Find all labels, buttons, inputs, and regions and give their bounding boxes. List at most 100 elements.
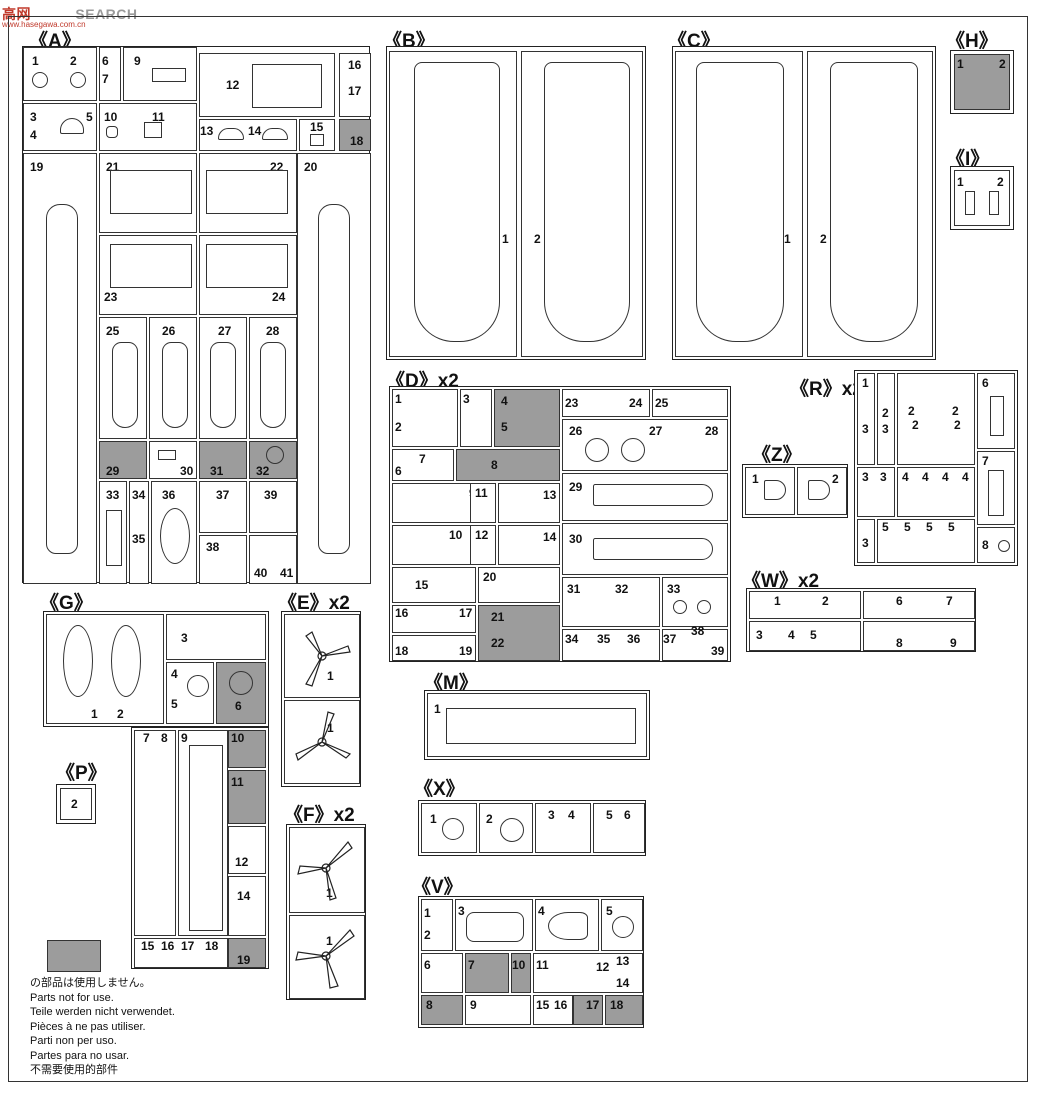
small-part	[988, 470, 1004, 516]
d-cell-20: 20	[478, 567, 560, 603]
a-cell-20: 20	[297, 153, 371, 584]
panel-part	[60, 118, 84, 134]
sheet-i: 1 2	[950, 166, 1014, 230]
round-part	[500, 818, 524, 842]
round-part	[442, 818, 464, 840]
d-cell-26-28: 26 27 28	[562, 419, 728, 471]
v-cell-8: 8	[421, 995, 463, 1025]
v-cell-7: 7	[465, 953, 509, 993]
small-part	[989, 191, 999, 215]
m-cell-1: 1	[427, 693, 647, 757]
d-cell-18-19: 18 19	[392, 635, 476, 661]
propeller-f2	[295, 929, 355, 989]
g-cell-12: 12	[228, 826, 266, 874]
a-cell-29: 29	[99, 441, 147, 479]
fuselage-top-part	[830, 62, 918, 342]
r-cell-2-multi: 2 2 2 2	[897, 373, 975, 465]
watermark-domain: www.hasegawa.com.cn	[2, 20, 86, 29]
d-cell-15: 15	[392, 567, 476, 603]
d-cell-21-22: 21 22	[478, 605, 560, 661]
sheet-v: 1 2 3 4 5 6 7 10 11 12 13 14 8 9 15 16 1…	[418, 896, 644, 1028]
a-cell-37: 37	[199, 481, 247, 533]
w-cell-8-9: 8 9	[863, 621, 975, 651]
small-part	[310, 134, 324, 146]
nacelle-part	[593, 484, 713, 506]
seat-part	[152, 68, 186, 82]
sheet-w: 1 2 6 7 3 4 5 8 9	[746, 588, 976, 652]
sheet-r: 1 3 2 3 2 2 2 2 6 3 3 4 4 4 4 7 3 5 5 5 …	[854, 370, 1018, 566]
c-cell-1: 1	[675, 51, 803, 357]
d-cell-29: 29	[562, 473, 728, 521]
z-cell-2: 2	[797, 467, 847, 515]
d-cell-6-7: 6 7	[392, 449, 454, 481]
round-part	[697, 600, 711, 614]
sheet-title-h: 《H》	[946, 31, 998, 52]
floor-part	[252, 64, 322, 108]
small-part	[965, 191, 975, 215]
g-cell-6: 6	[216, 662, 266, 724]
sheet-title-g: 《G》	[40, 593, 93, 614]
cowling-part	[63, 625, 93, 697]
sheet-d: 1 2 3 4 5 23 24 25 26 27 28 6 7 8 9 10 1…	[389, 386, 731, 662]
a-cell-9: 9	[123, 47, 197, 101]
sheet-h: 1 2	[950, 50, 1014, 114]
w-cell-6-7: 6 7	[863, 591, 975, 619]
sheet-p: 2	[56, 784, 96, 824]
d-cell-16-17: 16 17	[392, 605, 476, 633]
legend-line: の部品は使用しません。	[30, 977, 151, 989]
g-cell-14: 14	[228, 876, 266, 936]
a-cell-23: 23	[99, 235, 197, 315]
a-cell-16-17: 16 17	[339, 53, 371, 117]
r-cell-6: 6	[977, 373, 1015, 449]
round-part	[266, 446, 284, 464]
d-cell-1-2: 1 2	[392, 389, 458, 447]
small-part	[106, 126, 118, 138]
small-part	[144, 122, 162, 138]
d-cell-33: 33	[662, 577, 728, 627]
a-cell-15: 15	[299, 119, 335, 151]
a-cell-13-14: 13 14	[199, 119, 297, 151]
a-cell-33: 33	[99, 481, 127, 584]
nacelle-part	[112, 342, 138, 428]
sheet-b: 1 2	[386, 46, 646, 360]
fuselage-top-part	[696, 62, 784, 342]
d-cell-14: 14	[498, 525, 560, 565]
panel-part	[446, 708, 636, 744]
sheet-title-f: 《F》x2	[284, 805, 355, 826]
v-cell-9: 9	[465, 995, 531, 1025]
v-cell-17: 17	[573, 995, 603, 1025]
sheet-title-m: 《M》	[424, 673, 478, 694]
propeller-f1	[297, 841, 353, 901]
a-cell-31: 31	[199, 441, 247, 479]
v-cell-15-16: 15 16	[533, 995, 573, 1025]
w-cell-1-2: 1 2	[749, 591, 861, 619]
d-cell-23-24: 23 24	[562, 389, 650, 417]
a-cell-30: 30	[149, 441, 197, 479]
r-cell-2: 2 3	[877, 373, 895, 465]
small-part	[990, 396, 1004, 436]
nacelle-part	[260, 342, 286, 428]
sheet-e: 1 1	[281, 611, 361, 787]
sheet-title-i: 《I》	[946, 149, 990, 170]
g-cell-4-5: 4 5	[166, 662, 214, 724]
a-cell-27: 27	[199, 317, 247, 439]
a-cell-12: 12	[199, 53, 335, 117]
a-cell-19: 19	[23, 153, 97, 584]
a-cell-26: 26	[149, 317, 197, 439]
watermark: 高网 SEARCH www.hasegawa.com.cn	[2, 6, 138, 29]
nacelle-part	[162, 342, 188, 428]
legend-line: Partes para no usar.	[30, 1049, 130, 1062]
g-cell-15-18: 15 16 17 18	[134, 938, 228, 968]
d-cell-25: 25	[652, 389, 728, 417]
g-cell-1-2: 1 2	[46, 614, 164, 724]
small-part	[764, 480, 786, 500]
v-cell-5: 5	[601, 899, 643, 951]
a-cell-28: 28	[249, 317, 297, 439]
a-cell-36: 36	[151, 481, 197, 584]
d-cell-37-39: 37 38 39	[662, 624, 728, 661]
small-part	[808, 480, 830, 500]
r-cell-8: 8	[977, 527, 1015, 563]
fuselage-bottom-part	[414, 62, 500, 342]
sheet-z: 1 2	[742, 464, 848, 518]
sheet-g-lower: 7 8 9 10 11 12 14 15 16 17 18 19	[131, 727, 269, 969]
